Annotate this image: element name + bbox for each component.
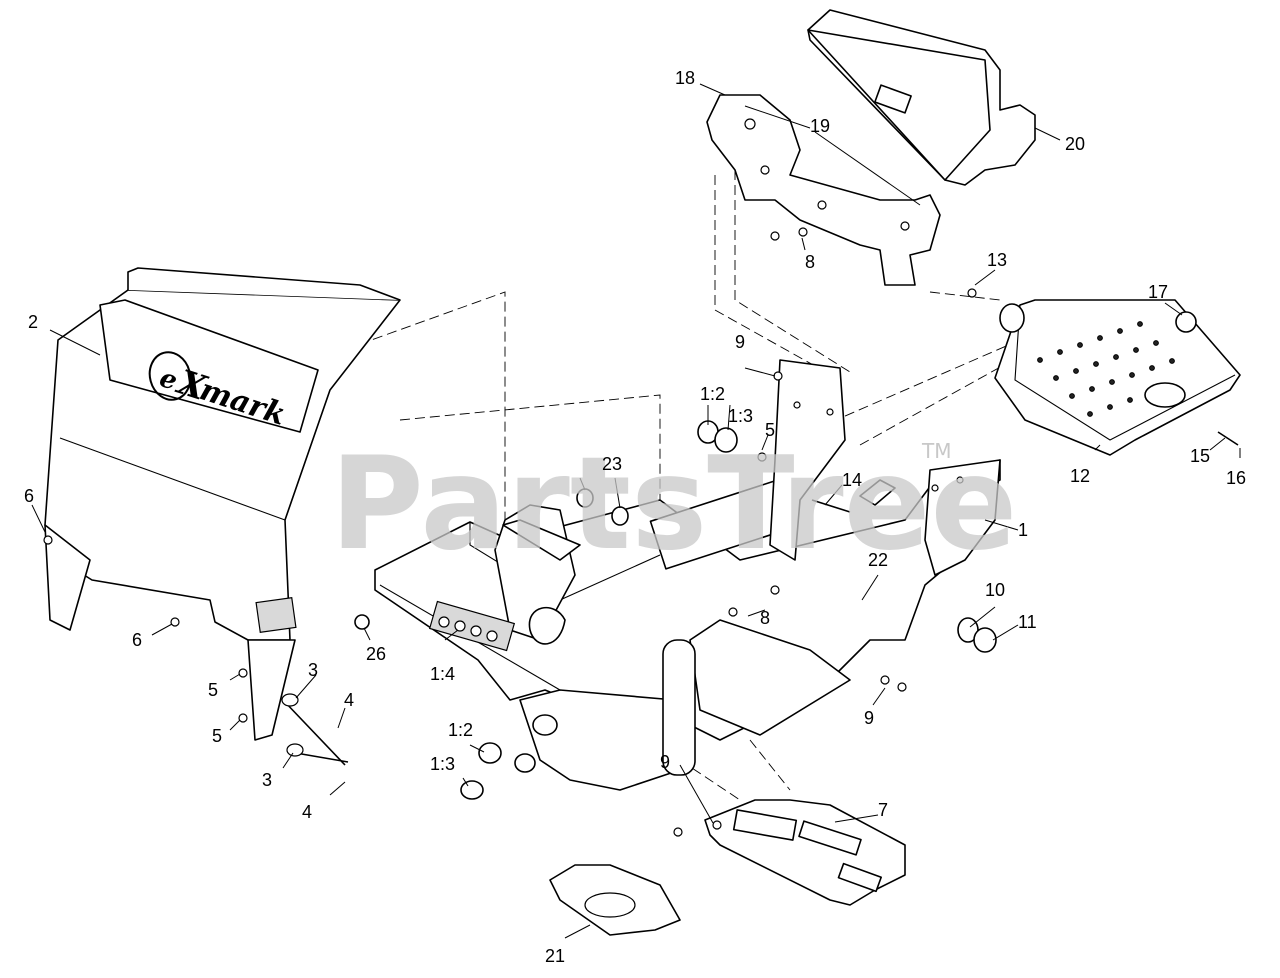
callout-1-2-upper: 1:2 [700,384,725,404]
callout-3-upper: 3 [308,660,318,680]
svg-text:TM: TM [921,439,951,463]
callout-5-lower: 5 [212,726,222,746]
assembly-guide-lines [259,170,1041,801]
partstree-watermark: PartsTree TM [330,430,1017,579]
callout-11: 11 [1018,612,1037,632]
callout-14: 14 [842,470,862,490]
callout-1-4: 1:4 [430,664,455,684]
skid-plate-part-21[interactable] [549,864,681,936]
callout-1-3-lower: 1:3 [430,754,455,774]
callout-1-2-lower: 1:2 [448,720,473,740]
callout-5-upper: 5 [208,680,218,700]
callout-22: 22 [868,550,888,570]
callout-21: 21 [545,946,565,966]
callout-13: 13 [987,250,1007,270]
callout-6-lower: 6 [132,630,142,650]
callout-1-3-upper: 1:3 [728,406,753,426]
callout-23: 23 [602,454,622,474]
callout-5-middle: 5 [765,420,775,440]
callout-labels: 1 1:2 1:3 1:2 1:3 1:4 2 3 3 4 4 5 5 5 6 … [24,68,1246,966]
callout-3-lower: 3 [262,770,272,790]
callout-4-upper: 4 [344,690,354,710]
callout-7: 7 [878,800,888,820]
callout-2: 2 [28,312,38,332]
callout-9-right: 9 [864,708,874,728]
console-cover-part-2[interactable] [44,267,401,741]
seat-mount-bracket[interactable] [706,94,941,286]
callout-16: 16 [1226,468,1246,488]
callout-4-lower: 4 [302,802,312,822]
hardware-bushings[interactable] [43,227,1239,837]
callout-12: 12 [1070,466,1090,486]
callout-15: 15 [1190,446,1210,466]
callout-17: 17 [1148,282,1168,302]
callout-9-lower: 9 [660,752,670,772]
main-frame-part-1[interactable] [374,359,1001,791]
seat-part-20[interactable] [807,9,1036,186]
callout-8-upper: 8 [805,252,815,272]
callout-19: 19 [810,116,830,136]
callout-8-lower: 8 [760,608,770,628]
footplate-holes [1037,321,1175,417]
cover-plate-part-7[interactable] [704,799,906,906]
callout-18: 18 [675,68,695,88]
callout-leader-lines [31,83,1241,939]
callout-10: 10 [985,580,1005,600]
callout-26: 26 [366,644,386,664]
footplate-part-12[interactable] [994,299,1241,456]
callout-20: 20 [1065,134,1085,154]
callout-9-upper: 9 [735,332,745,352]
callout-6-left: 6 [24,486,34,506]
svg-text:PartsTree: PartsTree [330,430,1017,579]
callout-1: 1 [1018,520,1028,540]
